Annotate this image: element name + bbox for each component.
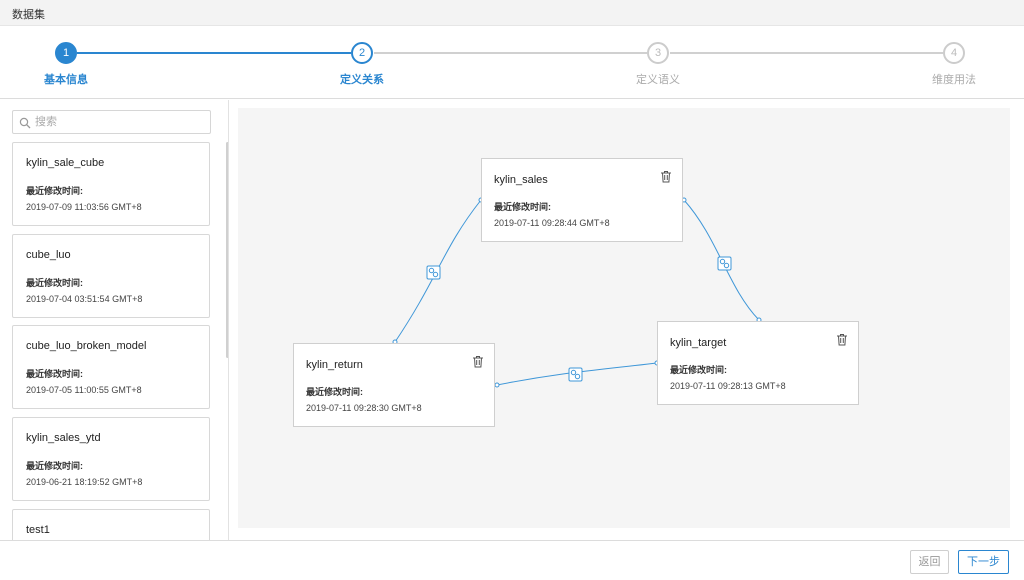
modified-time: 2019-07-04 03:51:54 GMT+8 xyxy=(26,294,143,304)
search-box[interactable] xyxy=(12,110,211,134)
modified-label: 最近修改时间: xyxy=(26,186,83,196)
node-name: kylin_target xyxy=(670,337,727,349)
step-2-label[interactable]: 定义关系 xyxy=(340,74,384,86)
footer-bar: 返回 下一步 xyxy=(0,540,1024,580)
cube-name: cube_luo_broken_model xyxy=(26,340,147,352)
window-title: 数据集 xyxy=(12,9,45,21)
link-return-sales-line xyxy=(394,199,482,343)
search-input[interactable] xyxy=(35,114,205,130)
sidebar-scrollbar[interactable] xyxy=(226,142,228,358)
relationship-canvas[interactable]: kylin_sales 最近修改时间: 2019-07-11 09:28:44 … xyxy=(238,108,1010,528)
table-node-kylin-target[interactable]: kylin_target 最近修改时间: 2019-07-11 09:28:13… xyxy=(657,321,859,405)
modified-time: 2019-07-05 11:00:55 GMT+8 xyxy=(26,385,142,395)
modified-label: 最近修改时间: xyxy=(670,365,727,375)
modified-time: 2019-07-11 09:28:44 GMT+8 xyxy=(494,218,610,228)
step-3-label[interactable]: 定义语义 xyxy=(636,74,680,86)
title-bar: 数据集 xyxy=(0,0,1024,26)
node-name: kylin_sales xyxy=(494,174,548,186)
next-step-button[interactable]: 下一步 xyxy=(958,550,1009,574)
cube-card[interactable]: kylin_sale_cube 最近修改时间: 2019-07-09 11:03… xyxy=(12,142,210,226)
trash-icon[interactable] xyxy=(472,355,484,368)
cube-sidebar: kylin_sale_cube 最近修改时间: 2019-07-09 11:03… xyxy=(0,100,229,540)
table-node-kylin-sales[interactable]: kylin_sales 最近修改时间: 2019-07-11 09:28:44 … xyxy=(481,158,683,242)
modified-label: 最近修改时间: xyxy=(26,461,83,471)
trash-icon[interactable] xyxy=(836,333,848,346)
cube-name: kylin_sale_cube xyxy=(26,157,105,169)
link-icon[interactable] xyxy=(426,265,441,280)
relationship-links xyxy=(392,197,762,388)
modified-time: 2019-07-11 09:28:30 GMT+8 xyxy=(306,403,422,413)
modified-time: 2019-07-11 09:28:13 GMT+8 xyxy=(670,381,786,391)
table-node-kylin-return[interactable]: kylin_return 最近修改时间: 2019-07-11 09:28:30… xyxy=(293,343,495,427)
step-4-circle[interactable]: 4 xyxy=(943,42,965,64)
step-1-circle[interactable]: 1 xyxy=(55,42,77,64)
modified-label: 最近修改时间: xyxy=(494,202,551,212)
cube-name: test1 xyxy=(26,524,50,536)
stepper: 1 2 3 4 基本信息 定义关系 定义语义 维度用法 xyxy=(0,26,1024,99)
step-3-circle[interactable]: 3 xyxy=(647,42,669,64)
modified-time: 2019-07-09 11:03:56 GMT+8 xyxy=(26,202,142,212)
cube-card[interactable]: test1 xyxy=(12,509,210,540)
link-icon[interactable] xyxy=(568,367,583,382)
modified-label: 最近修改时间: xyxy=(26,278,83,288)
step-connector-2-3 xyxy=(374,52,647,54)
step-connector-3-4 xyxy=(670,52,943,54)
link-icon[interactable] xyxy=(717,256,732,271)
back-button[interactable]: 返回 xyxy=(910,550,949,574)
modified-time: 2019-06-21 18:19:52 GMT+8 xyxy=(26,477,143,487)
cube-name: cube_luo xyxy=(26,249,71,261)
step-1-label[interactable]: 基本信息 xyxy=(44,74,88,86)
cube-card[interactable]: kylin_sales_ytd 最近修改时间: 2019-06-21 18:19… xyxy=(12,417,210,501)
cube-name: kylin_sales_ytd xyxy=(26,432,101,444)
node-name: kylin_return xyxy=(306,359,363,371)
cube-card[interactable]: cube_luo_broken_model 最近修改时间: 2019-07-05… xyxy=(12,325,210,409)
step-4-label[interactable]: 维度用法 xyxy=(932,74,976,86)
cube-card[interactable]: cube_luo 最近修改时间: 2019-07-04 03:51:54 GMT… xyxy=(12,234,210,318)
search-icon xyxy=(19,116,31,134)
modified-label: 最近修改时间: xyxy=(306,387,363,397)
modified-label: 最近修改时间: xyxy=(26,369,83,379)
step-2-circle[interactable]: 2 xyxy=(351,42,373,64)
step-connector-1-2 xyxy=(77,52,351,54)
trash-icon[interactable] xyxy=(660,170,672,183)
